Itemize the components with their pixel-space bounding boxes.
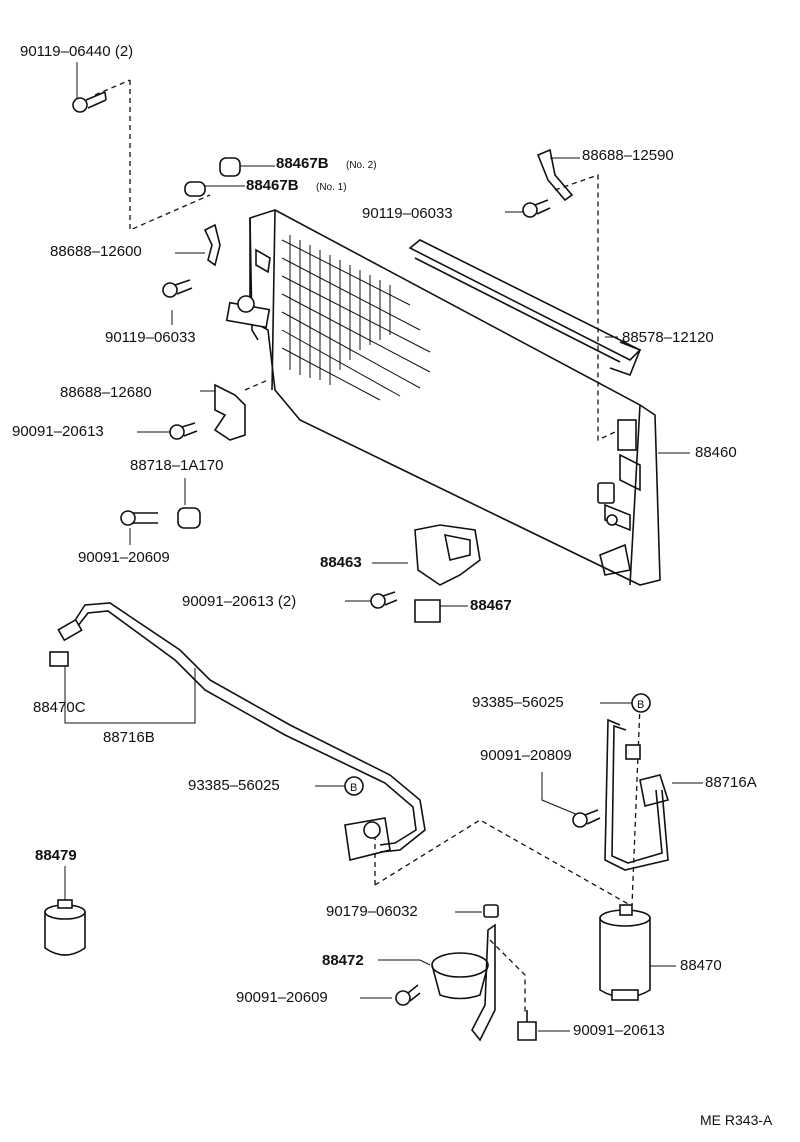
label-88470c: 88470C bbox=[33, 699, 86, 716]
label-88470: 88470 bbox=[680, 957, 722, 974]
label-88688-12600: 88688–12600 bbox=[50, 243, 142, 260]
leader-lines bbox=[64, 62, 703, 1032]
receiver-drawing bbox=[599, 904, 651, 1001]
label-90119-06440: 90119–06440 (2) bbox=[20, 43, 134, 60]
label-88688-12680: 88688–12680 bbox=[60, 384, 152, 401]
label-88688-12590: 88688–12590 bbox=[582, 147, 674, 164]
label-88460: 88460 bbox=[695, 444, 737, 461]
label-90091-20613-a: 90091–20613 bbox=[12, 423, 104, 440]
label-88472: 88472 bbox=[322, 952, 364, 969]
condenser-drawing bbox=[225, 209, 661, 586]
label-90119-06033-lower: 90119–06033 bbox=[105, 329, 196, 346]
label-88467b-no1-note: (No. 1) bbox=[316, 182, 347, 193]
marker-circle-b2 bbox=[344, 776, 364, 796]
label-93385-56025-b: 93385–56025 bbox=[188, 777, 280, 794]
label-88467: 88467 bbox=[470, 597, 512, 614]
receiver-88479-drawing bbox=[44, 899, 86, 956]
bolts-and-brackets bbox=[72, 91, 574, 623]
label-88718-1a170: 88718–1A170 bbox=[130, 457, 224, 474]
label-88467b-no2-note: (No. 2) bbox=[346, 160, 377, 171]
label-90091-20613-2: 90091–20613 (2) bbox=[182, 593, 297, 610]
label-88479: 88479 bbox=[35, 847, 77, 864]
reference-code: ME R343-A bbox=[700, 1112, 773, 1128]
marker-b2: B bbox=[350, 782, 358, 794]
pipe-88716b-drawing bbox=[49, 602, 426, 861]
label-88467b-no1: 88467B bbox=[246, 177, 299, 194]
label-88716a: 88716A bbox=[705, 774, 757, 791]
label-90091-20613-b: 90091–20613 bbox=[573, 1022, 665, 1039]
marker-circle-b1 bbox=[631, 693, 651, 713]
label-90091-20609-a: 90091–20609 bbox=[78, 549, 170, 566]
marker-b1: B bbox=[637, 699, 645, 711]
bracket-88472-drawing bbox=[395, 904, 537, 1042]
label-88463: 88463 bbox=[320, 554, 362, 571]
label-88716b: 88716B bbox=[103, 729, 155, 746]
label-90119-06033-upper: 90119–06033 bbox=[362, 205, 453, 222]
label-90091-20809: 90091–20809 bbox=[480, 747, 572, 764]
label-88467b-no2: 88467B bbox=[276, 155, 329, 172]
label-90179-06032: 90179–06032 bbox=[326, 903, 418, 920]
seal-strip-drawing bbox=[408, 239, 642, 377]
label-88578-12120: 88578–12120 bbox=[622, 329, 714, 346]
pipe-88716a-drawing bbox=[572, 718, 670, 871]
label-90091-20609-b: 90091–20609 bbox=[236, 989, 328, 1006]
label-93385-56025-a: 93385–56025 bbox=[472, 694, 564, 711]
